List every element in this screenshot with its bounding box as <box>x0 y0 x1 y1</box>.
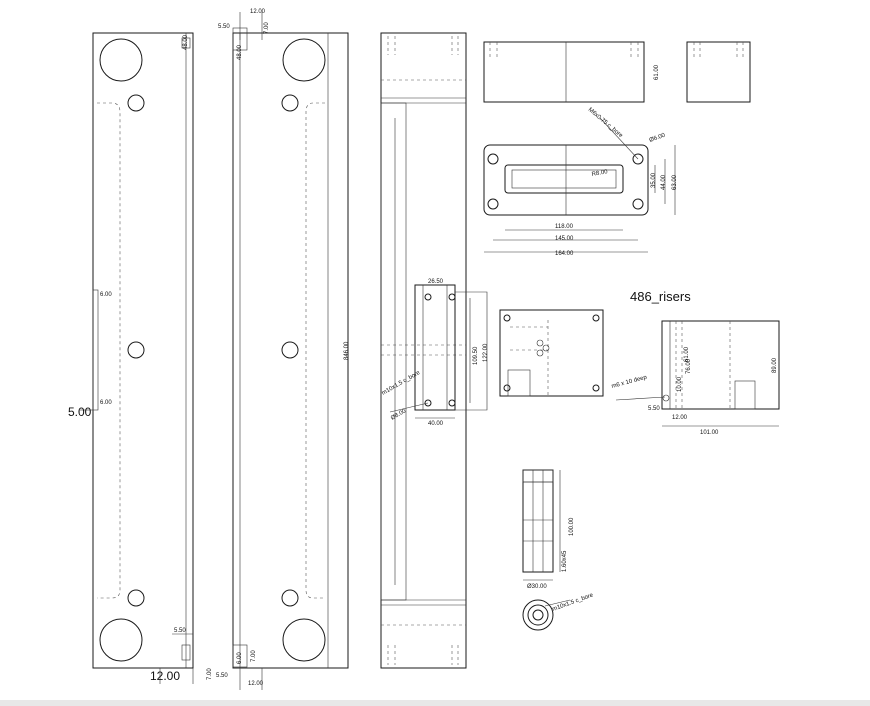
svg-text:35.00: 35.00 <box>651 172 657 188</box>
svg-text:61.00: 61.00 <box>654 64 660 80</box>
svg-text:48.00: 48.00 <box>237 44 243 60</box>
riser-block: m6 x 10 deep <box>499 309 648 397</box>
svg-text:61.00: 61.00 <box>684 346 690 362</box>
svg-text:m10x1.5 c_bore: m10x1.5 c_bore <box>381 370 422 397</box>
svg-text:101.00: 101.00 <box>700 430 719 436</box>
top-block-b <box>686 41 751 103</box>
svg-text:1.60x45: 1.60x45 <box>562 550 568 572</box>
svg-text:5.50: 5.50 <box>648 406 660 412</box>
svg-text:M6x0.75 c_bore: M6x0.75 c_bore <box>587 107 624 140</box>
svg-text:118.00: 118.00 <box>555 224 574 230</box>
drawing-title: 486_risers <box>630 289 691 304</box>
svg-text:145.00: 145.00 <box>555 236 574 242</box>
svg-text:6.00: 6.00 <box>100 292 112 298</box>
svg-text:m6 x 10 deep: m6 x 10 deep <box>611 375 648 390</box>
left-plate: 5.00 6.00 6.00 48.00 12.00 5.50 7.00 <box>68 32 213 684</box>
left-plate-dim-12: 12.00 <box>150 669 180 683</box>
svg-text:164.00: 164.00 <box>555 251 574 257</box>
svg-text:5.50: 5.50 <box>216 673 228 679</box>
pin: 100.00 1.60x45 Ø30.00 m10x1.5 c_bore <box>522 469 595 631</box>
right-block: 101.00 89.00 76.00 61.00 10.00 5.50 12.0… <box>615 320 780 436</box>
bottom-strip <box>0 700 870 706</box>
svg-text:12.00: 12.00 <box>250 9 266 15</box>
svg-text:26.50: 26.50 <box>428 279 444 285</box>
svg-text:Ø6.00: Ø6.00 <box>649 132 667 143</box>
flange: 118.00 145.00 164.00 35.00 44.00 63.00 R… <box>483 107 678 257</box>
side-rail: 846.00 26.50 109.50 122.00 40.00 Ø8.00 m… <box>344 32 489 669</box>
svg-text:7.00: 7.00 <box>251 650 257 662</box>
left-plate-bottom-hole <box>99 618 143 662</box>
svg-text:12.00: 12.00 <box>248 681 264 687</box>
svg-text:5.50: 5.50 <box>218 24 230 30</box>
svg-text:6.00: 6.00 <box>100 400 112 406</box>
svg-text:48.00: 48.00 <box>183 34 189 50</box>
svg-text:44.00: 44.00 <box>661 174 667 190</box>
svg-text:5.50: 5.50 <box>174 628 186 634</box>
svg-text:63.00: 63.00 <box>672 174 678 190</box>
svg-text:109.50: 109.50 <box>473 346 479 365</box>
svg-text:6.00: 6.00 <box>237 652 243 664</box>
svg-text:89.00: 89.00 <box>772 357 778 373</box>
svg-text:40.00: 40.00 <box>428 421 444 427</box>
top-block-a: 61.00 <box>483 41 660 103</box>
svg-text:Ø30.00: Ø30.00 <box>527 584 547 590</box>
left-plate-top-hole <box>99 38 143 82</box>
svg-text:76.00: 76.00 <box>686 358 692 374</box>
rail-height-dim: 846.00 <box>344 341 350 360</box>
middle-plate: 12.00 5.50 7.00 48.00 12.00 5.50 7.00 6.… <box>216 9 349 690</box>
svg-text:12.00: 12.00 <box>672 415 688 421</box>
svg-text:7.00: 7.00 <box>264 22 270 34</box>
svg-text:R8.00: R8.00 <box>591 169 608 178</box>
svg-text:100.00: 100.00 <box>569 517 575 536</box>
svg-text:122.00: 122.00 <box>483 343 489 362</box>
svg-text:7.00: 7.00 <box>207 668 213 680</box>
svg-text:10.00: 10.00 <box>677 376 683 392</box>
left-plate-dim-5: 5.00 <box>68 405 92 419</box>
